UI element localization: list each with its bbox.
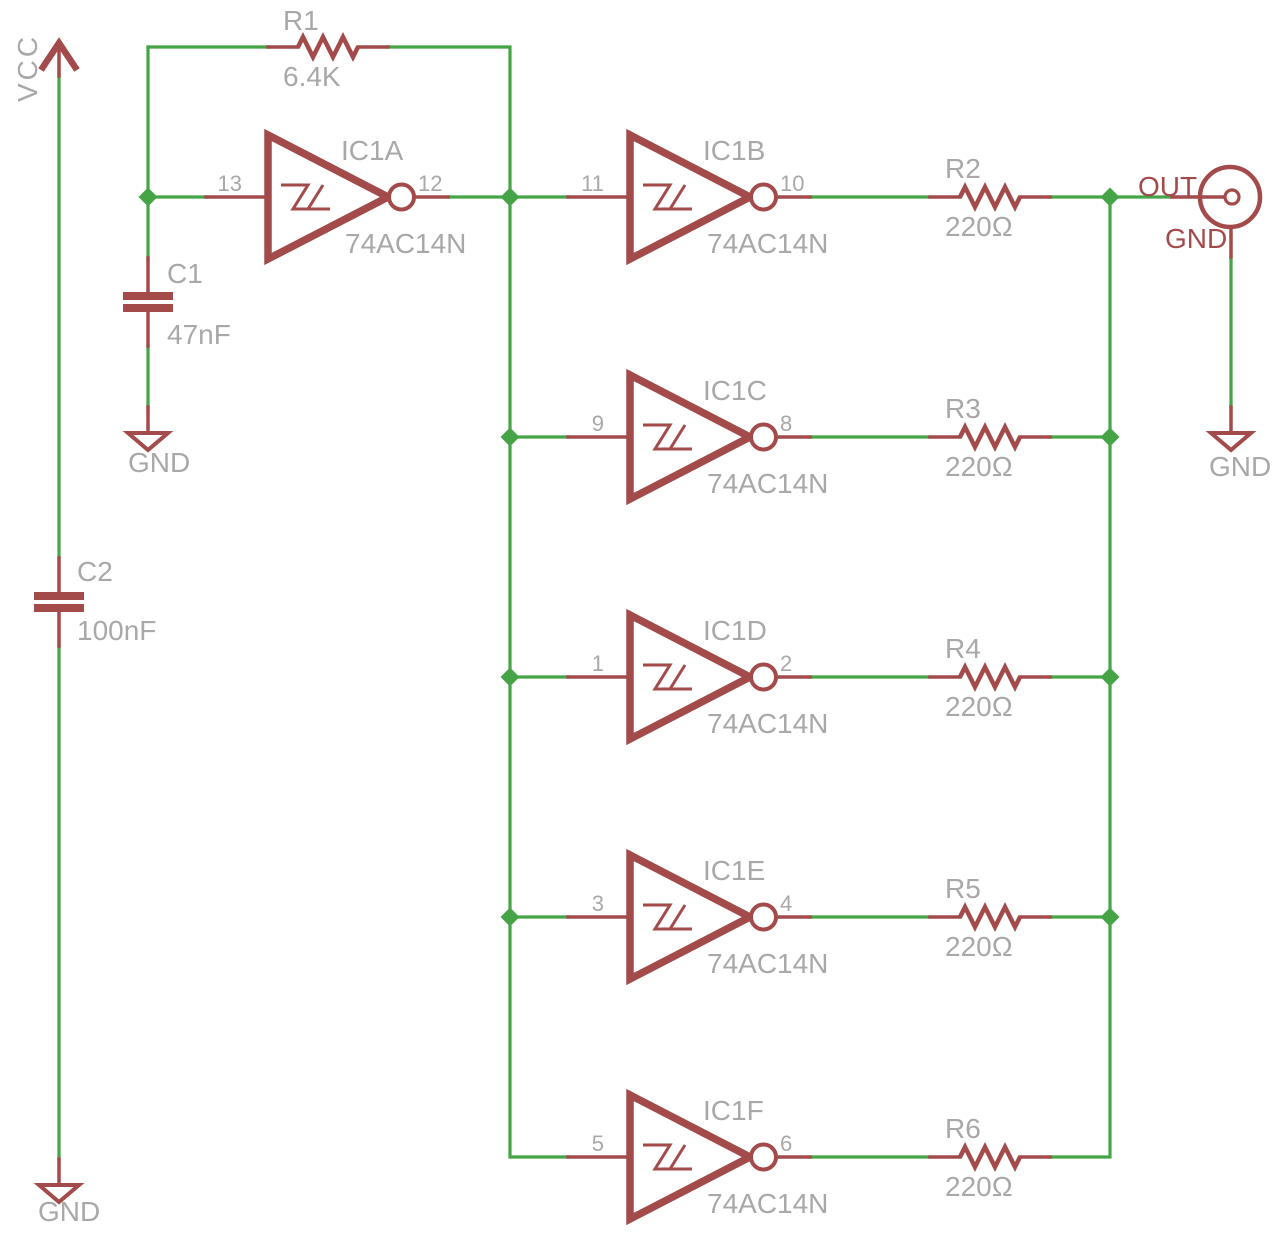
r4-name: R4 bbox=[945, 633, 981, 664]
ic1f-part: 74AC14N bbox=[707, 1188, 828, 1219]
ic1a-input-pin: 13 bbox=[218, 171, 242, 196]
wire-input-bus bbox=[386, 45, 570, 1159]
ic1e-name: IC1E bbox=[703, 855, 765, 886]
ic1f-input-pin: 5 bbox=[592, 1131, 604, 1156]
c1-value: 47nF bbox=[167, 319, 231, 350]
ic1a-part: 74AC14N bbox=[345, 228, 466, 259]
ic1b-input-pin: 11 bbox=[581, 171, 604, 196]
junction-dot bbox=[500, 667, 520, 687]
r2-value: 220Ω bbox=[945, 211, 1013, 242]
ic1b-part: 74AC14N bbox=[707, 228, 828, 259]
gnd-label-out: GND bbox=[1209, 451, 1271, 482]
vcc-label: VCC bbox=[12, 34, 43, 102]
out-net-label: OUT bbox=[1138, 171, 1197, 202]
ic1e-part: 74AC14N bbox=[707, 948, 828, 979]
r3-value: 220Ω bbox=[945, 451, 1013, 482]
ic1c-input-pin: 9 bbox=[592, 411, 604, 436]
r5-value: 220Ω bbox=[945, 931, 1013, 962]
ic1c-part: 74AC14N bbox=[707, 468, 828, 499]
ic1a-output-pin: 12 bbox=[418, 171, 442, 196]
r2-name: R2 bbox=[945, 153, 981, 184]
ic1b-name: IC1B bbox=[703, 135, 765, 166]
ic1d-name: IC1D bbox=[703, 615, 767, 646]
ic1b-output-pin: 10 bbox=[780, 171, 804, 196]
junction-dot bbox=[500, 187, 520, 207]
ic1c-name: IC1C bbox=[703, 375, 767, 406]
connector-ring-icon bbox=[1197, 164, 1263, 230]
ic1d-part: 74AC14N bbox=[707, 708, 828, 739]
c1-name: C1 bbox=[167, 258, 203, 289]
wire-output-bus bbox=[1048, 195, 1112, 1159]
c2-value: 100nF bbox=[77, 615, 156, 646]
gnd-net-label: GND bbox=[1165, 223, 1227, 254]
r6-value: 220Ω bbox=[945, 1171, 1013, 1202]
r1-value: 6.4K bbox=[283, 61, 341, 92]
ic1a-name: IC1A bbox=[341, 135, 404, 166]
junction-dot bbox=[1100, 187, 1120, 207]
gnd-label-c1: GND bbox=[128, 447, 190, 478]
ic1e-output-pin: 4 bbox=[780, 891, 792, 916]
ic1f-name: IC1F bbox=[703, 1095, 764, 1126]
junction-dot bbox=[500, 427, 520, 447]
r1-name: R1 bbox=[283, 5, 319, 36]
junctions bbox=[138, 187, 1120, 927]
ic1c-output-pin: 8 bbox=[780, 411, 792, 436]
output-connector bbox=[1197, 164, 1263, 230]
connector-center-pin-icon bbox=[1223, 188, 1241, 206]
r4-value: 220Ω bbox=[945, 691, 1013, 722]
gnd-label-bottom: GND bbox=[38, 1196, 100, 1227]
ic1d-input-pin: 1 bbox=[592, 651, 604, 676]
ic1e-input-pin: 3 bbox=[592, 891, 604, 916]
junction-dot bbox=[1100, 667, 1120, 687]
junction-dot bbox=[138, 187, 158, 207]
r5-name: R5 bbox=[945, 873, 981, 904]
junction-dot bbox=[500, 907, 520, 927]
ic1d-output-pin: 2 bbox=[780, 651, 792, 676]
labels: VCC R1 6.4K IC1A 74AC14N 13 12 IC1B 74AC… bbox=[12, 5, 1271, 1227]
r6-name: R6 bbox=[945, 1113, 981, 1144]
junction-dot bbox=[1100, 427, 1120, 447]
junction-dot bbox=[1100, 907, 1120, 927]
c2-name: C2 bbox=[77, 556, 113, 587]
r3-name: R3 bbox=[945, 393, 981, 424]
nets bbox=[57, 45, 1233, 1162]
ic1f-output-pin: 6 bbox=[780, 1131, 792, 1156]
